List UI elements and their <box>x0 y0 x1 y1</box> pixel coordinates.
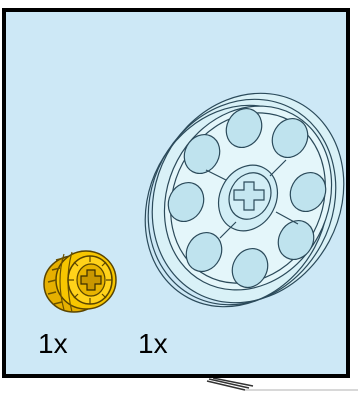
bushing-quantity-label: 1x <box>38 330 68 358</box>
wedge-belt-wheel-icon <box>136 84 351 314</box>
parts-list-panel: 1x 1x <box>2 8 350 378</box>
wheel-quantity-label: 1x <box>138 330 168 358</box>
yellow-bushing-icon <box>34 240 124 320</box>
partial-part-graphic <box>205 378 358 394</box>
